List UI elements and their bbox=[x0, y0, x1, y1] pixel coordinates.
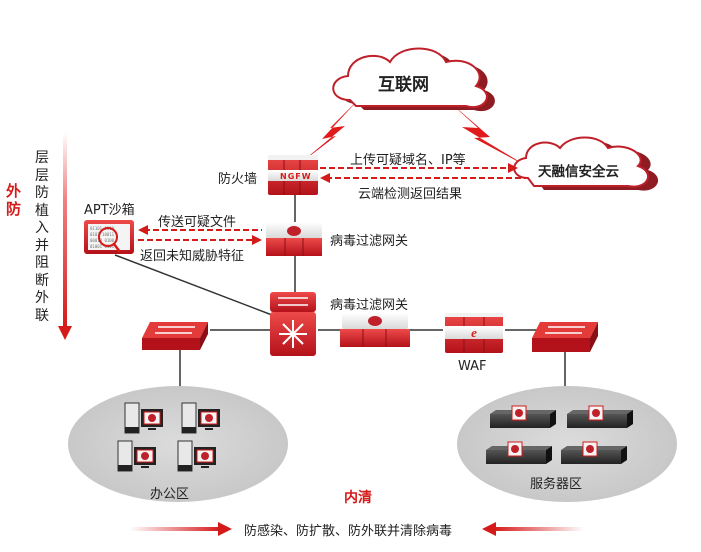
apt-sandbox-label: APT沙箱 bbox=[84, 203, 135, 218]
server-icon bbox=[567, 405, 633, 428]
pc-icon bbox=[177, 440, 216, 472]
outer-defense-desc: 层层防植入并阻断外联 bbox=[35, 150, 49, 324]
svg-text:01101 0110: 01101 0110 bbox=[90, 226, 115, 231]
firewall-device bbox=[268, 155, 318, 195]
svg-text:00010 0100: 00010 0100 bbox=[90, 238, 115, 243]
internet-cloud-label: 互联网 bbox=[378, 75, 429, 95]
servers bbox=[486, 405, 633, 464]
firewall-label: 防火墙 bbox=[218, 172, 258, 187]
link-sandbox-core bbox=[114, 254, 273, 316]
arrowhead-icon bbox=[508, 163, 518, 173]
return-feature-flow-label: 返回未知威胁特征 bbox=[140, 249, 245, 264]
office-pcs bbox=[117, 402, 220, 472]
arrowhead-icon bbox=[218, 522, 232, 536]
outer-defense-arrow bbox=[63, 132, 67, 328]
office-switch-device bbox=[142, 322, 208, 350]
dashed-flows bbox=[138, 167, 528, 241]
svg-text:01001 0101: 01001 0101 bbox=[90, 244, 115, 249]
cloud-return-flow-label: 云端检测返回结果 bbox=[358, 187, 463, 202]
virus-gateway-2-device bbox=[340, 313, 410, 347]
server-zone-label: 服务器区 bbox=[530, 477, 583, 492]
arrowhead-icon bbox=[320, 173, 330, 183]
inner-clean-title: 内清 bbox=[344, 490, 372, 506]
arrowhead-icon bbox=[58, 326, 72, 340]
security-cloud bbox=[513, 136, 659, 191]
svg-text:e: e bbox=[471, 325, 477, 340]
bottom-right-arrow bbox=[494, 527, 584, 531]
virus-gateway-1-label: 病毒过滤网关 bbox=[330, 234, 409, 249]
upload-flow-label: 上传可疑域名、IP等 bbox=[350, 153, 466, 168]
pc-icon bbox=[124, 402, 163, 434]
send-file-flow-label: 传送可疑文件 bbox=[158, 215, 237, 230]
svg-text:0101 10011: 0101 10011 bbox=[90, 232, 115, 237]
virus-gateway-1-device bbox=[266, 222, 322, 256]
inner-clean-desc: 防感染、防扩散、防外联并清除病毒 bbox=[244, 524, 453, 539]
ngfw-badge: NGFW bbox=[280, 172, 312, 181]
lightning-icon bbox=[298, 98, 360, 165]
arrowhead-icon bbox=[482, 522, 496, 536]
outer-defense-title: 外防 bbox=[6, 182, 22, 218]
security-cloud-label: 天融信安全云 bbox=[538, 164, 619, 180]
waf-label: WAF bbox=[458, 359, 487, 374]
server-switch-device bbox=[532, 322, 598, 352]
virus-gateway-2-label: 病毒过滤网关 bbox=[330, 298, 409, 313]
core-switch-device bbox=[270, 292, 316, 356]
arrowhead-icon bbox=[138, 225, 148, 235]
server-icon bbox=[486, 441, 552, 464]
server-icon bbox=[561, 441, 627, 464]
pc-icon bbox=[181, 402, 220, 434]
arrowhead-icon bbox=[252, 235, 262, 245]
bottom-left-arrow bbox=[130, 527, 220, 531]
waf-device: e bbox=[445, 313, 503, 353]
connection-lines bbox=[114, 192, 566, 392]
office-zone-label: 办公区 bbox=[150, 487, 190, 502]
server-icon bbox=[490, 405, 556, 428]
pc-icon bbox=[117, 440, 156, 472]
internet-cloud bbox=[332, 47, 495, 112]
